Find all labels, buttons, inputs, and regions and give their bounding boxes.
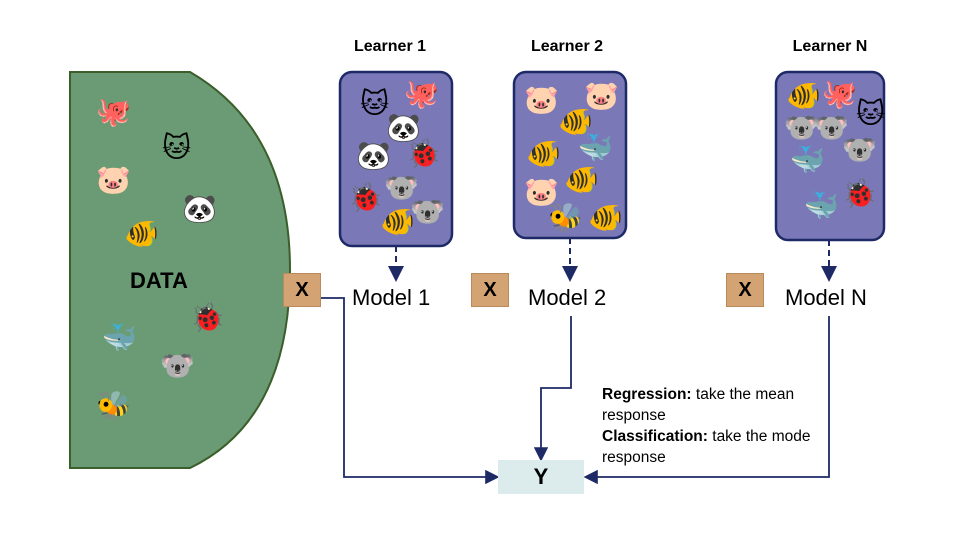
learner-n-title: Learner N	[792, 38, 868, 55]
fish-icon: 🐠	[588, 201, 623, 234]
bee-icon: 🐝	[548, 201, 583, 234]
pig-icon: 🐷	[524, 83, 559, 116]
ladybug-icon: 🐞	[406, 137, 441, 170]
aggregation-note: Regression: take the mean response Class…	[602, 384, 822, 468]
octopus-icon: 🐙	[404, 77, 439, 110]
fish-icon: 🐠	[786, 79, 821, 112]
model-1-label: Model 1	[352, 285, 431, 310]
connector-model-2-to-y	[533, 316, 572, 462]
fish-icon: 🐠	[526, 137, 561, 170]
koala-icon: 🐨	[842, 133, 877, 166]
y-output-box: Y	[498, 460, 584, 494]
cat-icon: 🐱	[856, 97, 886, 130]
classification-note: Classification: take the mode response	[602, 426, 822, 468]
learner-2-title: Learner 2	[530, 38, 604, 55]
data-label: DATA	[130, 268, 188, 293]
cat-icon: 🐱	[162, 131, 192, 164]
regression-note: Regression: take the mean response	[602, 384, 822, 426]
pig-icon: 🐷	[584, 79, 619, 112]
fish-icon: 🐠	[558, 105, 593, 138]
regression-text: take the mean response	[602, 386, 795, 424]
x-input-box-n: X	[726, 273, 764, 307]
fish-icon: 🐠	[380, 205, 415, 238]
panda-icon: 🐼	[182, 192, 217, 225]
x-input-box-2: X	[471, 273, 509, 307]
whale-icon: 🐳	[804, 189, 839, 222]
connector-model-1-to-y	[321, 297, 500, 485]
whale-icon: 🐳	[790, 143, 825, 176]
koala-icon: 🐨	[384, 171, 419, 204]
octopus-icon: 🐙	[96, 95, 131, 128]
koala-icon: 🐨	[410, 195, 445, 228]
pig-icon: 🐷	[524, 175, 559, 208]
classification-text: take the mode response	[602, 428, 811, 466]
x-input-box-1: X	[283, 273, 321, 307]
whale-icon: 🐳	[102, 321, 137, 354]
whale-icon: 🐳	[578, 131, 613, 164]
koala-icon: 🐨	[814, 111, 849, 144]
panda-icon: 🐼	[356, 139, 391, 172]
panda-icon: 🐼	[386, 111, 421, 144]
koala-icon: 🐨	[160, 349, 195, 382]
model-2-label: Model 2	[528, 285, 607, 310]
model-n-label: Model N	[785, 285, 867, 310]
ladybug-icon: 🐞	[190, 301, 225, 334]
connector-model-n-to-y	[583, 316, 830, 485]
classification-label: Classification:	[602, 428, 708, 445]
learner-1-title: Learner 1	[353, 38, 427, 55]
octopus-icon: 🐙	[822, 77, 857, 110]
ladybug-icon: 🐞	[842, 177, 877, 210]
cat-icon: 🐱	[360, 87, 390, 120]
fish-icon: 🐠	[124, 217, 159, 250]
regression-label: Regression:	[602, 386, 692, 403]
fish-icon: 🐠	[564, 163, 599, 196]
data-panel	[69, 71, 292, 469]
pig-icon: 🐷	[96, 163, 131, 196]
koala-icon: 🐨	[784, 111, 819, 144]
ladybug-icon: 🐞	[348, 181, 383, 214]
bee-icon: 🐝	[96, 389, 131, 422]
